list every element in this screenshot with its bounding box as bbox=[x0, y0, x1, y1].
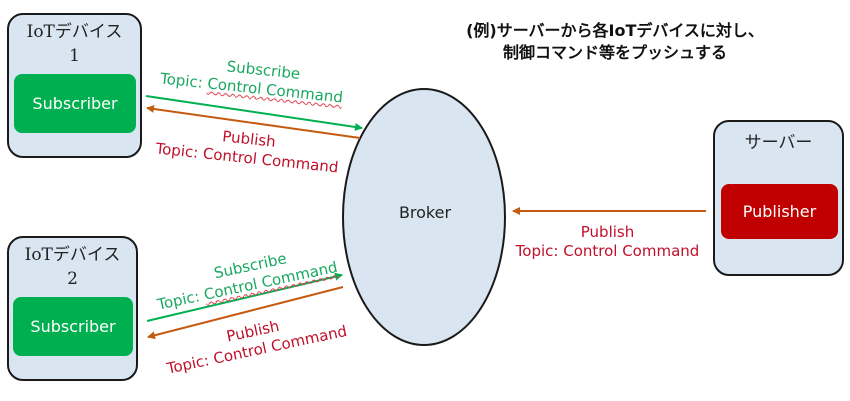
device-2-name: IoTデバイス bbox=[24, 245, 121, 265]
title-line-1: (例)サーバーから各IoTデバイスに対し、 bbox=[466, 21, 764, 40]
dev1-subscribe-topic-prefix: Topic: bbox=[159, 69, 209, 93]
diagram-title: (例)サーバーから各IoTデバイスに対し、 制御コマンド等をプッシュする bbox=[440, 20, 790, 64]
server-publish-action: Publish bbox=[580, 223, 635, 241]
device-1-subscriber[interactable]: Subscriber bbox=[14, 74, 136, 133]
dev2-publish-arrow bbox=[147, 286, 344, 340]
dev1-publish-arrow bbox=[146, 105, 361, 139]
server-publish-label: Publish Topic: Control Command bbox=[505, 223, 710, 261]
iot-device-1[interactable]: IoTデバイス 1 Subscriber bbox=[7, 13, 142, 158]
broker-node[interactable] bbox=[342, 88, 506, 346]
title-line-2: 制御コマンド等をプッシュする bbox=[502, 43, 727, 62]
device-1-name: IoTデバイス bbox=[26, 22, 123, 42]
device-2-subscriber[interactable]: Subscriber bbox=[13, 297, 133, 356]
dev2-subscribe-arrow bbox=[146, 272, 343, 322]
broker-label: Broker bbox=[398, 203, 452, 222]
device-1-number: 1 bbox=[69, 46, 80, 66]
device-2-number: 2 bbox=[67, 269, 78, 289]
server-node[interactable]: サーバー Publisher bbox=[713, 120, 844, 276]
dev1-subscribe-arrow bbox=[145, 95, 363, 131]
iot-device-2[interactable]: IoTデバイス 2 Subscriber bbox=[7, 236, 138, 381]
server-name: サーバー bbox=[744, 133, 813, 153]
server-publisher[interactable]: Publisher bbox=[721, 184, 838, 239]
server-publish-topic: Topic: Control Command bbox=[515, 242, 700, 260]
